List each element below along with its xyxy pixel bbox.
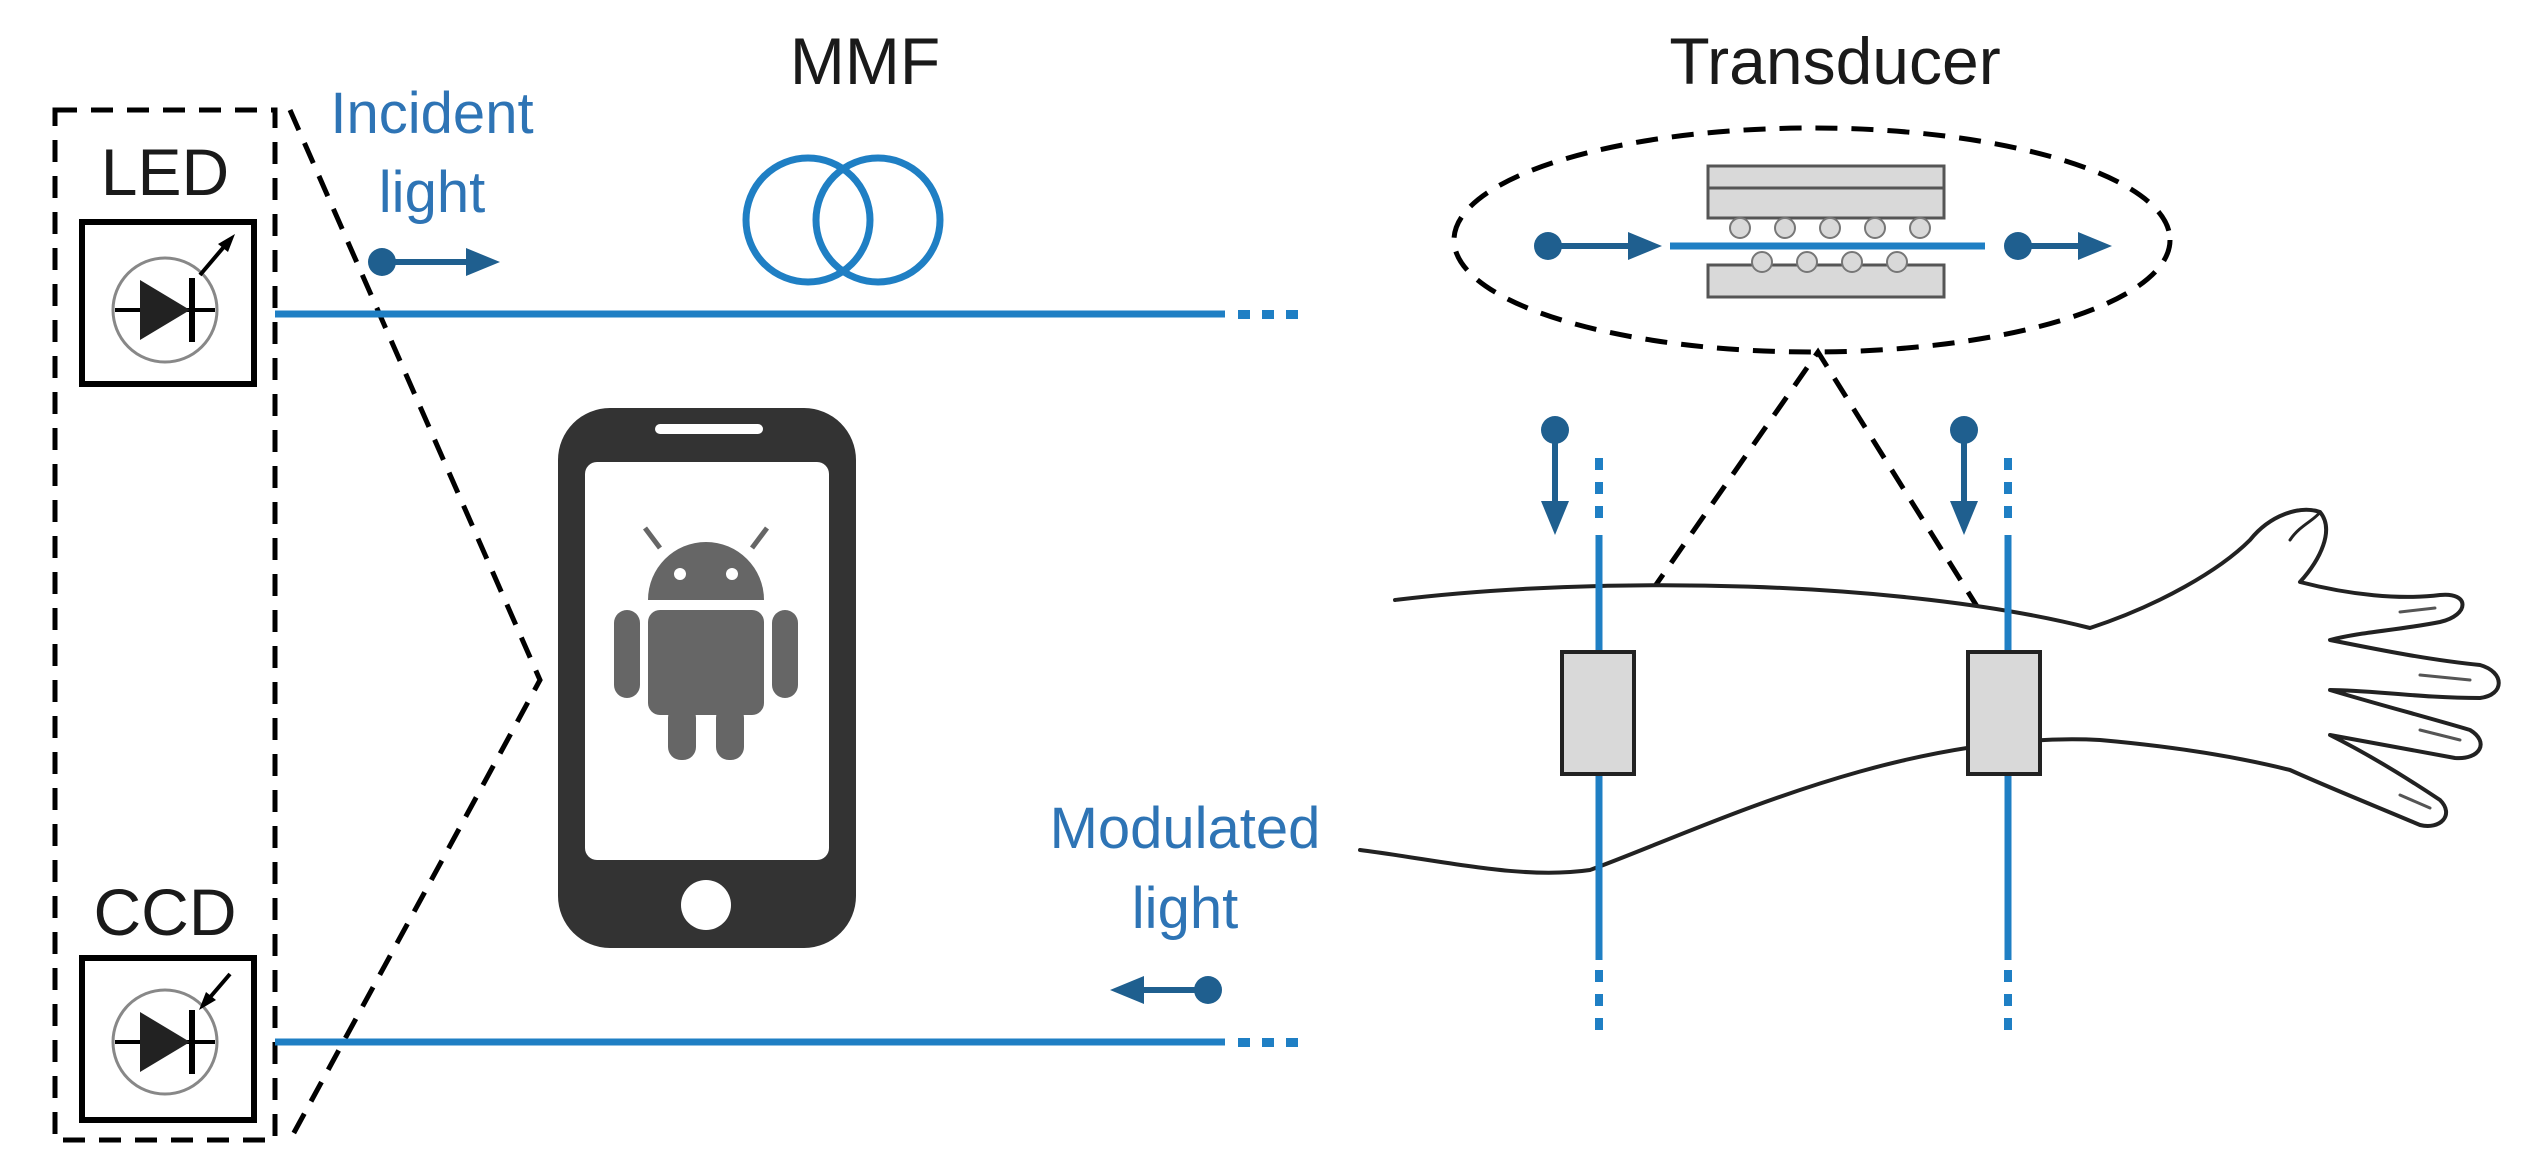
fiber-continuation-dots-bottom: [1238, 1038, 1298, 1047]
incident-light-arrow: [368, 248, 500, 276]
smartphone-icon: [558, 408, 856, 948]
zoom-dashed-lines: [287, 108, 543, 1142]
modulated-light-label-line2: light: [1132, 876, 1238, 941]
ccd-photodiode-icon: [79, 955, 257, 1123]
transducer-microbend-icon: [1670, 164, 1985, 299]
mmf-coil-loop-1: [742, 154, 874, 286]
sensor-left-pad: [1560, 650, 1636, 776]
transducer-input-arrow: [1534, 232, 1662, 260]
led-label: LED: [101, 135, 229, 209]
sensor-right-assembly: [1950, 416, 2042, 1030]
android-robot-icon: [614, 526, 798, 760]
led-diode-icon: [79, 219, 257, 387]
transducer-output-arrow: [2004, 232, 2112, 260]
device-enclosure-dashed: [52, 107, 278, 1143]
incident-light-label-line1: Incident: [330, 81, 533, 146]
modulated-light-label-line1: Modulated: [1050, 796, 1321, 861]
incident-light-label-line2: light: [379, 160, 485, 225]
fiber-continuation-dots-top: [1238, 310, 1298, 319]
transducer-zoom-lines: [1627, 347, 2001, 642]
forearm-hand-icon: [1358, 507, 2501, 875]
transducer-zoom-ellipse: [1451, 125, 2173, 355]
mmf-coil-loop-2: [812, 154, 944, 286]
transducer-label: Transducer: [1669, 24, 2000, 98]
modulated-light-arrow: [1110, 976, 1222, 1004]
sensor-left-assembly: [1541, 416, 1636, 1030]
ccd-label: CCD: [94, 875, 237, 949]
sensor-right-pad: [1966, 650, 2042, 776]
mmf-label: MMF: [790, 24, 940, 98]
